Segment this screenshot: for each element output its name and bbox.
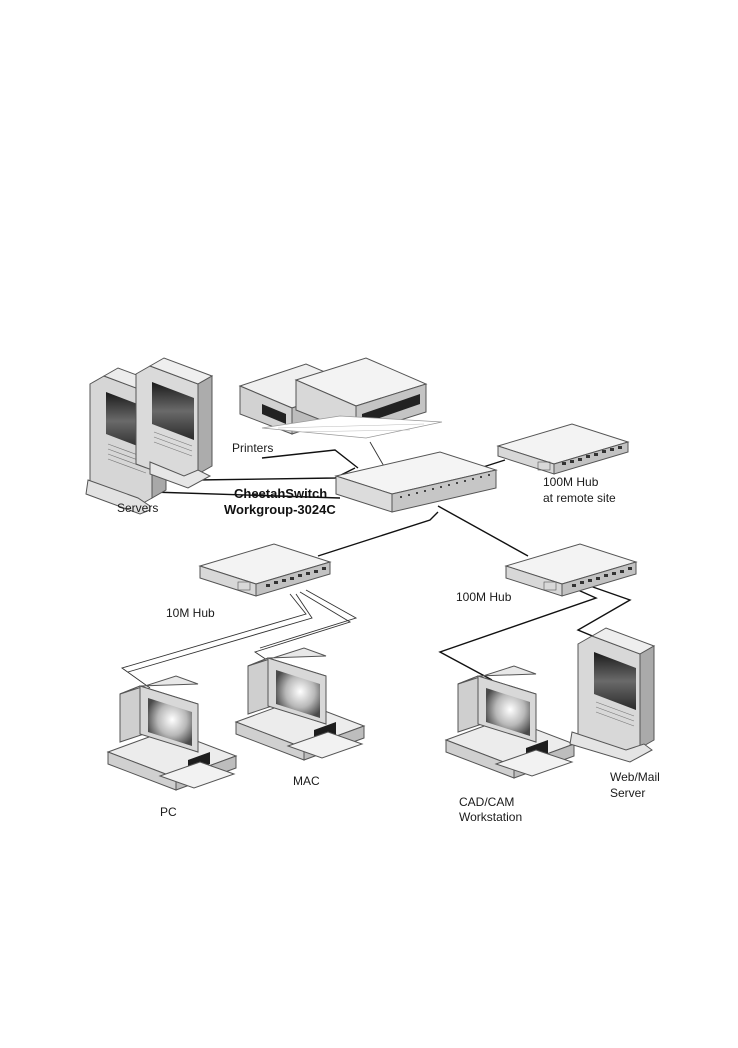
switch-label-line1: CheetahSwitch <box>234 486 327 501</box>
mac-label: MAC <box>293 774 320 788</box>
web-mail-server-device <box>570 628 654 762</box>
remote-hub-device <box>498 424 628 474</box>
pc-device <box>108 676 236 790</box>
hub-100m-label: 100M Hub <box>456 590 512 604</box>
cable-10mhub-pc-2 <box>128 594 312 672</box>
hub-100m-device <box>506 544 636 596</box>
hub-10m-device <box>200 544 330 596</box>
web-label-line2: Server <box>610 786 645 800</box>
printers-label: Printers <box>232 441 273 455</box>
server-tower-2 <box>136 358 212 488</box>
web-label-line1: Web/Mail <box>610 770 660 784</box>
cable-server2-switch <box>196 468 355 480</box>
remote-hub-label-line1: 100M Hub <box>543 475 599 489</box>
servers-device <box>86 358 212 514</box>
switch-label-line2: Workgroup-3024C <box>224 502 336 517</box>
cheetahswitch-device <box>336 452 496 512</box>
hub-10m-label: 10M Hub <box>166 606 215 620</box>
cad-label-line2: Workstation <box>459 810 522 824</box>
cable-switch-10mhub <box>318 512 438 556</box>
cable-switch-100mhub <box>438 506 528 556</box>
printers-device <box>240 358 442 438</box>
remote-hub-label-line2: at remote site <box>543 491 616 505</box>
cad-label-line1: CAD/CAM <box>459 795 514 809</box>
cable-printer2-switch <box>370 442 385 468</box>
cable-printer-switch <box>262 450 358 468</box>
pc-label: PC <box>160 805 177 819</box>
mac-device <box>236 648 364 760</box>
cad-cam-device <box>446 666 574 778</box>
servers-label: Servers <box>117 501 158 515</box>
